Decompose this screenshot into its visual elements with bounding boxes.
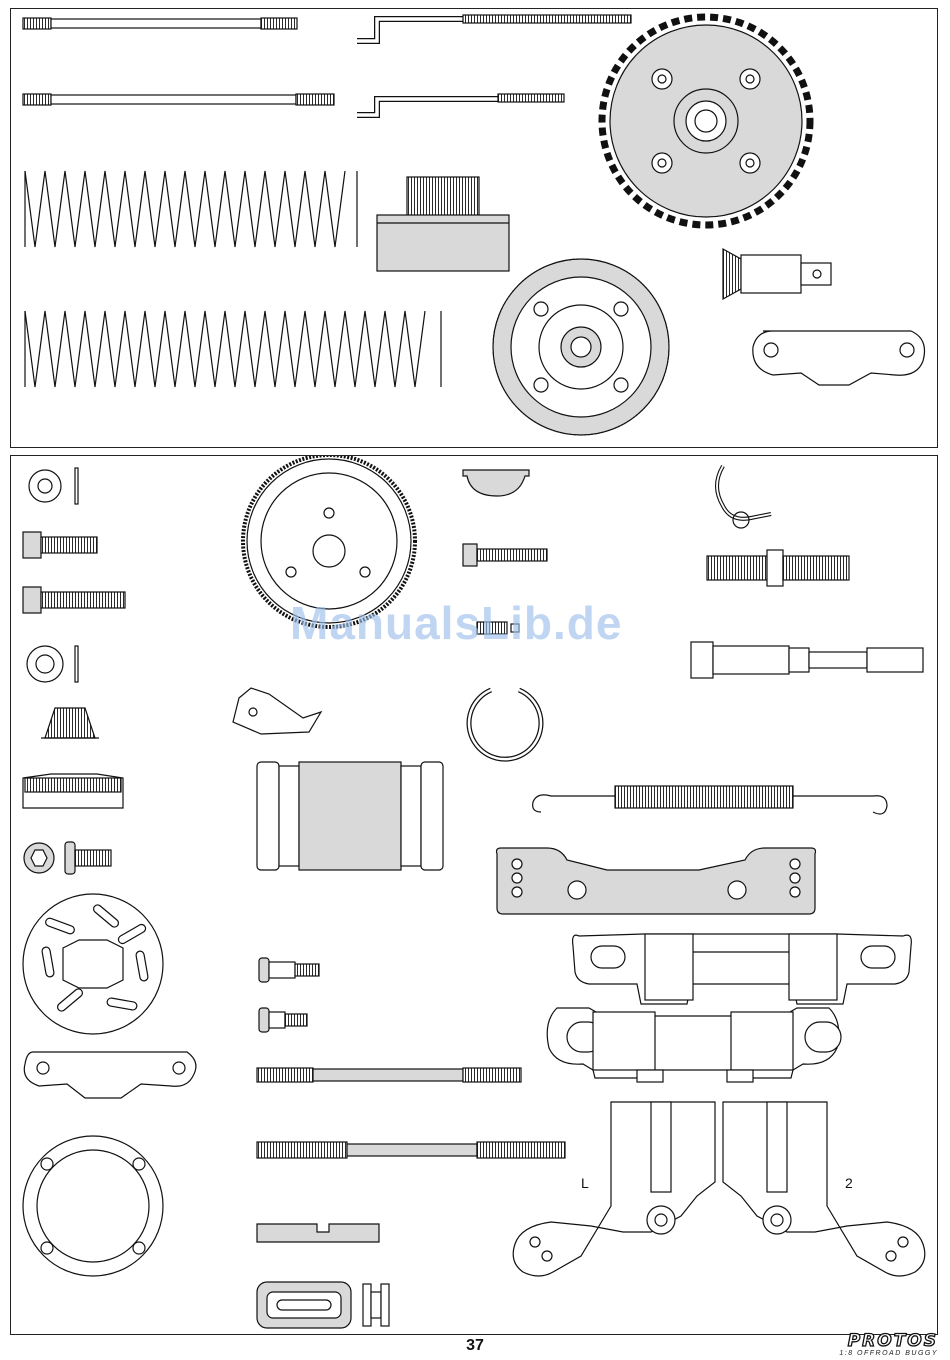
- cap-screw-small: [463, 544, 547, 566]
- flat-lever-plate: [233, 688, 321, 734]
- small-bushing: [363, 1284, 389, 1326]
- brand-logo: PROTOS: [839, 1333, 938, 1350]
- retaining-ring: [469, 690, 541, 759]
- shoulder-screw-short: [259, 1008, 307, 1032]
- mounting-plate-bent: [753, 331, 925, 385]
- shoulder-screw-long: [259, 958, 319, 982]
- brake-disc: [23, 894, 163, 1034]
- threaded-shaft-medium: [23, 94, 334, 105]
- rubber-grommet: [257, 1282, 351, 1328]
- pinion-drive-cup: [723, 249, 831, 299]
- coil-spring-short: [25, 171, 357, 247]
- steering-knuckle-right: 2: [723, 1102, 925, 1276]
- bent-linkage-rod-short: [357, 94, 564, 115]
- turnbuckle-rod-threaded: [257, 1142, 565, 1158]
- hex-nut: [24, 843, 54, 873]
- right-knuckle-label: 2: [845, 1175, 853, 1191]
- cap-screw-long: [23, 587, 125, 613]
- clutch-bell-pinion: [377, 177, 509, 271]
- clutch-housing: [257, 762, 443, 870]
- steering-knuckle-left: L: [513, 1102, 715, 1276]
- extension-spring: [533, 786, 887, 814]
- page-number: 37: [0, 1337, 950, 1355]
- top-parts-panel: [10, 8, 938, 448]
- watermark: ManualsLib.de: [290, 596, 670, 650]
- washer-large: [27, 646, 78, 682]
- bottom-parts-panel: L 2: [10, 455, 938, 1335]
- left-knuckle-label: L: [581, 1175, 589, 1191]
- wire-clip: [717, 466, 771, 528]
- top-parts-illustration: [11, 9, 939, 449]
- dust-cap: [463, 470, 529, 496]
- stepped-axle-pin: [691, 642, 923, 678]
- threaded-shaft-long: [23, 18, 297, 29]
- suspension-mount-rear: [547, 1008, 841, 1082]
- differential-ring-gear: [493, 259, 669, 435]
- turnbuckle-rod-long: [257, 1068, 521, 1082]
- bottom-parts-illustration: L 2: [11, 456, 939, 1336]
- threaded-pivot-stud: [707, 550, 849, 586]
- steering-plate: [497, 848, 816, 914]
- coil-spring-long: [25, 311, 441, 387]
- button-screw: [65, 842, 111, 874]
- brand-block: PROTOS 1:8 OFFROAD BUGGY: [839, 1333, 938, 1358]
- bent-plate: [24, 1052, 196, 1098]
- cap-screw-short: [23, 532, 97, 558]
- suspension-mount-front: [573, 934, 912, 1004]
- bent-linkage-rod-long: [357, 15, 631, 41]
- washer-small: [29, 468, 78, 504]
- clutch-gasket: [23, 1136, 163, 1276]
- bevel-pinion-gear: [41, 708, 99, 738]
- bevel-crown-gear: [23, 774, 123, 808]
- brand-tagline: 1:8 OFFROAD BUGGY: [839, 1350, 938, 1358]
- spur-gear-large: [602, 17, 810, 225]
- notched-bar: [257, 1224, 379, 1242]
